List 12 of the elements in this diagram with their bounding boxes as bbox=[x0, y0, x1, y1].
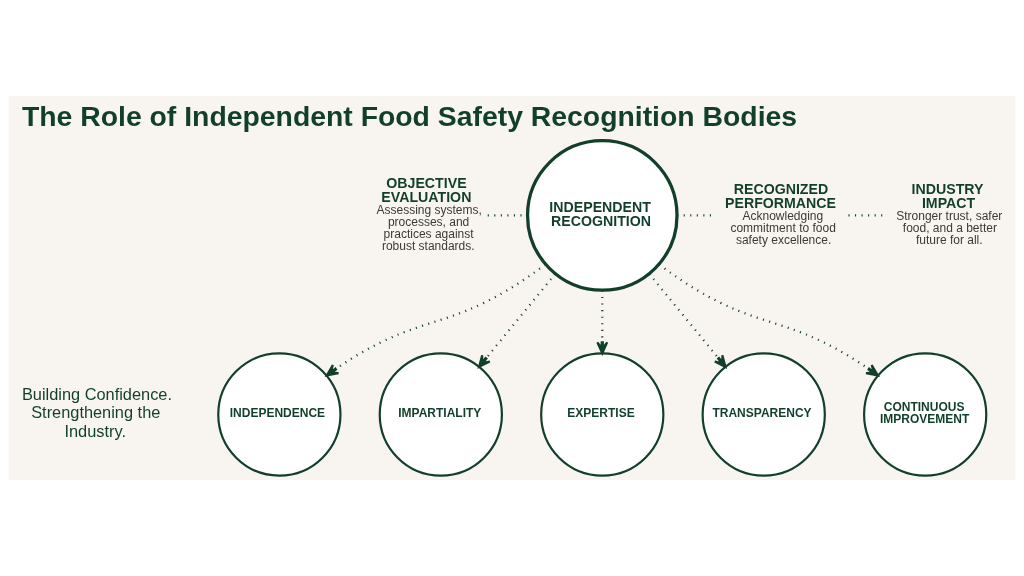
arrow bbox=[477, 273, 556, 368]
arrow bbox=[596, 290, 609, 355]
arrow bbox=[325, 263, 546, 377]
node-text: RECOGNIZED PERFORMANCE Acknowledging commitment to food safety excellence. bbox=[725, 180, 837, 248]
node-circle: EXPERTISE bbox=[540, 352, 665, 477]
label: Building Confidence. Strengthening the Industry. bbox=[21, 384, 172, 440]
diagram-title: The Role of Independent Food Safety Recognition Bodies bbox=[21, 100, 798, 133]
node-text: OBJECTIVE EVALUATION Assessing systems, processes, and practices against robust standards. bbox=[376, 174, 482, 254]
arrow bbox=[648, 273, 727, 368]
node-circle: INDEPENDENT RECOGNITION bbox=[525, 139, 679, 292]
arrow bbox=[658, 263, 879, 377]
node-text: INDUSTRY IMPACT Stronger trust, safer food, and a better future for all. bbox=[896, 180, 1003, 248]
